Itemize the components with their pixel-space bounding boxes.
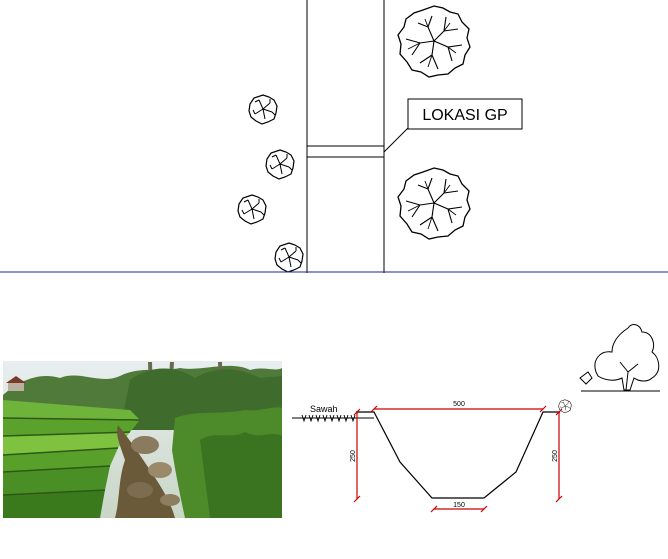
dimension-top-label: 500 [453, 401, 465, 408]
dimension-right-label: 250 [552, 450, 559, 462]
shrub-icon [265, 149, 295, 180]
tree-elevation-icon [579, 324, 660, 392]
channel-profile [356, 411, 560, 499]
location-callout: LOKASI GP [383, 98, 523, 153]
shrub-icon [237, 194, 267, 225]
site-photo [2, 361, 282, 518]
callout-box [407, 98, 523, 130]
crossing-structure [307, 145, 384, 158]
tree-icon [397, 167, 471, 240]
tree-icon [397, 5, 471, 78]
dimension-lines [353, 405, 563, 513]
callout-leader [383, 127, 409, 153]
field-hatch [301, 414, 356, 423]
shrub-icon [274, 242, 304, 273]
channel-cross-section: Sawah 5 [292, 324, 660, 513]
shrub-icon [248, 94, 278, 125]
dimension-left-label: 250 [350, 450, 357, 462]
plan-view: LOKASI GP [237, 0, 523, 273]
field-label: Sawah [310, 404, 338, 414]
dimension-bottom-label: 150 [453, 502, 465, 509]
callout-label: LOKASI GP [422, 107, 507, 124]
